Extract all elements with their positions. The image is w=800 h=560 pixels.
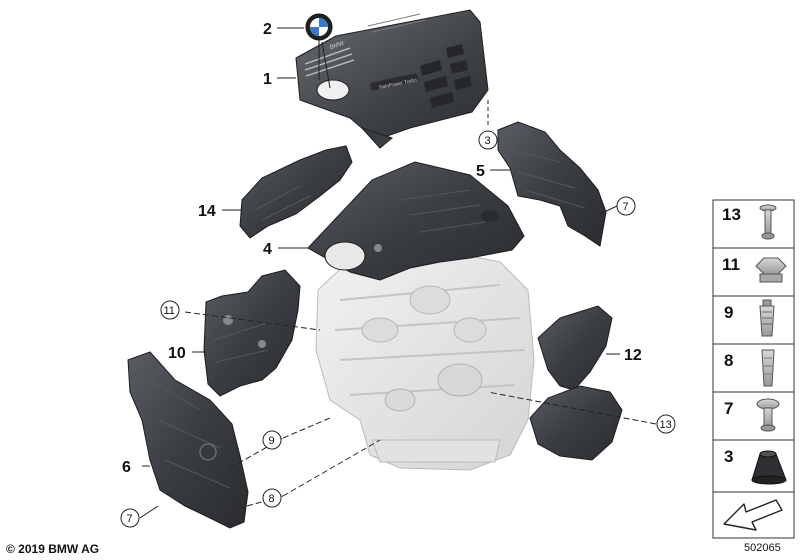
bmw-emblem-part [305,13,333,89]
callout-13: 13 [660,419,672,431]
insulation-6-part [127,351,249,529]
callouts: 2 1 4 5 14 10 12 6 3 7 11 9 8 13 7 [120,21,676,528]
insulation-10-part [203,269,301,397]
arrow-down-left-icon [723,499,783,531]
callout-11: 11 [164,305,175,317]
callout-8: 8 [269,493,275,505]
diagram-id: 502065 [744,542,781,554]
callout-14: 14 [198,203,216,220]
legend-nav-cell[interactable] [712,491,795,539]
legend-cell-13[interactable]: 13 [712,199,795,249]
legend-cell-3[interactable]: 3 [712,439,795,493]
insulation-14-part [239,145,353,239]
expansion-rivet-icon [761,349,775,387]
hex-nut-icon [755,257,787,283]
callout-10: 10 [168,345,186,362]
legend-num-3: 3 [724,447,733,466]
legend-cell-7[interactable]: 7 [712,391,795,441]
legend-cell-9[interactable]: 9 [712,295,795,345]
callout-1: 1 [263,71,272,88]
clip-rivet-icon [756,398,780,432]
callout-5: 5 [476,163,485,180]
fastener-legend: 13 11 9 [712,199,795,539]
legend-num-8: 8 [724,351,733,370]
insulation-5-part [497,121,607,247]
legend-num-11: 11 [722,255,740,274]
expansion-screw-icon [759,299,775,337]
legend-num-7: 7 [724,399,733,418]
cover-brand-text: BMW [329,41,345,51]
callout-12: 12 [624,347,642,364]
callout-7-upper: 7 [623,201,629,213]
legend-num-13: 13 [722,205,741,224]
callout-2: 2 [263,21,272,38]
rubber-grommet-icon [751,450,787,485]
callout-3: 3 [485,135,491,147]
legend-cell-8[interactable]: 8 [712,343,795,393]
copyright-text: © 2019 BMW AG [6,542,100,556]
callout-6: 6 [122,459,131,476]
callout-4: 4 [263,241,272,258]
callout-9: 9 [269,435,275,447]
engine-block [315,249,535,471]
insulation-12-part [529,305,623,461]
legend-cell-11[interactable]: 11 [712,247,795,297]
callout-7-lower: 7 [127,513,133,525]
acoustic-cover-part [307,161,525,281]
push-rivet-icon [759,204,777,240]
engine-cover-part: TwinPower Turbo BMW [295,9,489,149]
legend-num-9: 9 [724,303,733,322]
